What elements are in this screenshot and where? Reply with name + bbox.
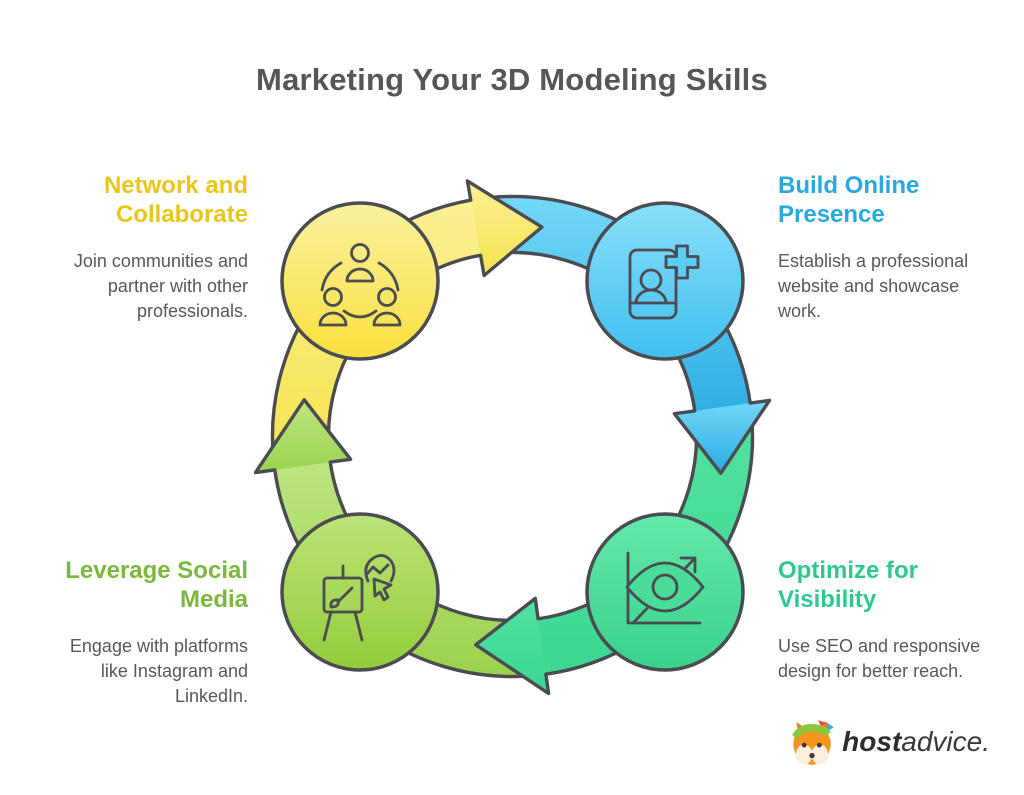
art-share-icon — [322, 554, 396, 642]
arrow-online-to-visibility-icon — [674, 400, 770, 474]
arrow-social-to-network-icon — [255, 399, 351, 473]
cycle-arrowheads — [253, 179, 772, 696]
step-online-presence-heading: Build Online Presence — [778, 172, 920, 228]
brand-logo-host: host — [842, 726, 902, 757]
step-social-media-heading: Leverage Social Media — [65, 557, 248, 613]
step-social-media-body: Engage with platforms like Instagram and… — [69, 636, 248, 706]
step-network-body: Join communities and partner with other … — [73, 251, 248, 321]
arrow-network-to-online-icon — [467, 180, 542, 276]
step-circle-online-presence — [585, 201, 745, 361]
add-profile-icon — [628, 244, 700, 320]
people-network-icon — [318, 243, 402, 327]
fox-mascot-icon — [792, 720, 835, 765]
step-online-presence: Build Online Presence Establish a profes… — [778, 171, 990, 324]
brand-logo: hostadvice. — [787, 717, 990, 767]
step-social-media: Leverage Social Media Engage with platfo… — [43, 556, 248, 709]
visibility-growth-icon — [625, 551, 705, 625]
step-online-presence-body: Establish a professional website and sho… — [778, 251, 969, 321]
brand-logo-advice: advice. — [901, 726, 990, 757]
arrow-visibility-to-social-icon — [475, 598, 549, 694]
step-network-heading: Network and Collaborate — [103, 172, 248, 228]
step-visibility: Optimize for Visibility Use SEO and resp… — [778, 556, 996, 684]
page-title: Marketing Your 3D Modeling Skills — [256, 62, 768, 97]
step-circle-social-media — [280, 512, 440, 672]
step-network: Network and Collaborate Join communities… — [56, 171, 248, 324]
step-visibility-heading: Optimize for Visibility — [778, 557, 919, 613]
step-visibility-body: Use SEO and responsive design for better… — [778, 636, 981, 681]
brand-logo-text: hostadvice. — [842, 726, 990, 758]
